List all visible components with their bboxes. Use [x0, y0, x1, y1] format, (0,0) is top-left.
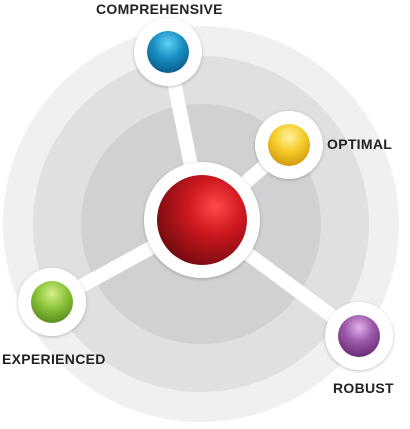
label-optimal: OPTIMAL — [327, 136, 393, 152]
node-experienced — [18, 268, 86, 336]
label-experienced: EXPERIENCED — [2, 351, 106, 367]
node-comprehensive — [134, 18, 202, 86]
robust-ball — [338, 315, 380, 357]
comprehensive-ball — [147, 31, 189, 73]
label-comprehensive: COMPREHENSIVE — [96, 1, 223, 17]
node-robust — [325, 302, 393, 370]
node-optimal — [255, 111, 323, 179]
hub-ball — [157, 175, 247, 265]
label-robust: ROBUST — [333, 380, 394, 396]
experienced-ball — [31, 281, 73, 323]
optimal-ball — [268, 124, 310, 166]
